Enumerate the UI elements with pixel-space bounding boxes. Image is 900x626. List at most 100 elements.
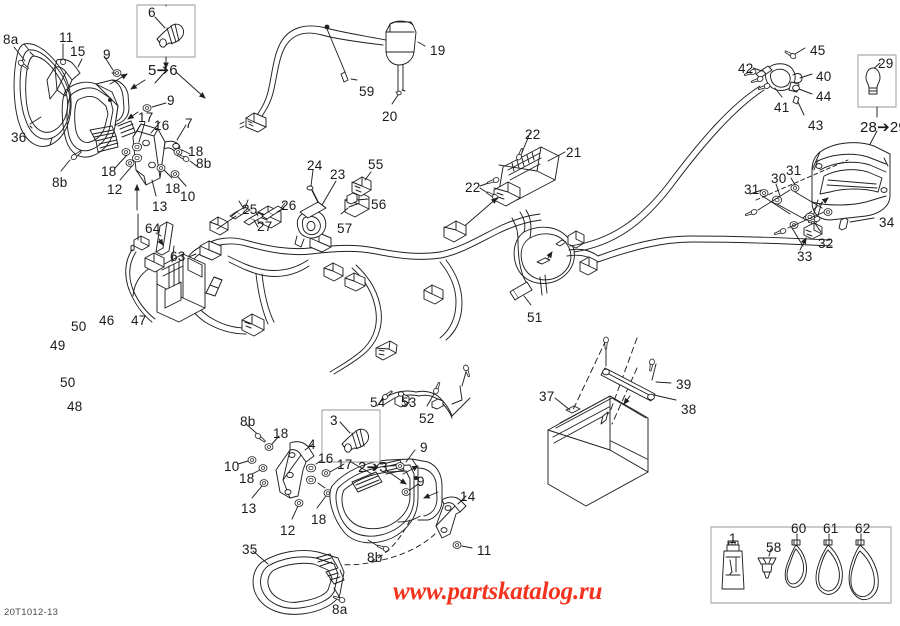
- leader-42: [752, 67, 763, 72]
- callout-50-c-50-b: 50: [60, 375, 76, 390]
- harness-connector-top: [239, 112, 267, 133]
- part-58-rivet: [757, 557, 777, 579]
- leader-36: [29, 116, 42, 125]
- leader-34: [849, 217, 875, 223]
- callout-11-c-11: 11: [59, 30, 74, 45]
- leader-4: [304, 443, 314, 451]
- callout-31-c-31-a: 31: [786, 163, 802, 178]
- callout-19-c-19: 19: [430, 43, 446, 58]
- leader-9c: [405, 449, 416, 463]
- inset-box-6: [136, 4, 196, 58]
- callout-13-c-13: 13: [152, 199, 168, 214]
- leader-18b: [114, 154, 128, 169]
- callout-18-c-18-b: 18: [101, 164, 117, 179]
- callout-15-c-15: 15: [70, 44, 86, 59]
- leader-12b: [291, 505, 299, 520]
- leader-8b-left: [60, 159, 71, 172]
- part-51-strip: [509, 281, 533, 301]
- callout-21-c-21: 21: [566, 145, 582, 160]
- leader-59: [326, 28, 346, 73]
- leader-15: [77, 58, 83, 68]
- leader-24: [310, 169, 314, 187]
- sensor-block: [130, 235, 150, 252]
- callout-18-c-18-e: 18: [239, 471, 255, 486]
- leader-18a: [181, 149, 191, 155]
- leader-43: [797, 101, 805, 116]
- callout-45-c-45: 45: [810, 43, 826, 58]
- leader-63: [171, 245, 175, 263]
- leader-8a-top: [13, 46, 26, 62]
- callout-7-c-7: 7: [185, 116, 193, 131]
- callout-18-c-18-f: 18: [311, 512, 327, 527]
- callout-46-c-46: 46: [99, 313, 115, 328]
- leader-64: [155, 232, 162, 237]
- leader-57: [340, 207, 349, 215]
- callout-22-c-22-top: 22: [525, 127, 541, 142]
- callout-38-c-38: 38: [681, 402, 697, 417]
- part-25-pin: [229, 206, 251, 220]
- leader-5to6-arrow: [175, 71, 206, 99]
- leader-fuse-arrow: [459, 197, 498, 231]
- part-60-cable-tie: [784, 539, 807, 588]
- callout-39-c-39: 39: [676, 377, 692, 392]
- callout-57-c-57: 57: [337, 221, 353, 236]
- callout-30-c-30: 30: [771, 171, 787, 186]
- callout-16-c-16-b: 16: [318, 451, 334, 466]
- callout-9-c-9-b: 9: [167, 93, 175, 108]
- leader-39: [655, 381, 672, 384]
- inset-box-29: [857, 54, 897, 108]
- leader-58: [768, 548, 772, 557]
- callout-43-c-43: 43: [808, 118, 824, 133]
- leader-7: [176, 124, 187, 141]
- callout-48-c-48: 48: [67, 399, 83, 414]
- callout-31-c-31-b: 31: [744, 182, 760, 197]
- leader-20: [391, 94, 399, 105]
- part-64-connector: [155, 221, 174, 256]
- part-1-sealant-tube: [721, 540, 745, 590]
- taillight-hardware: [744, 184, 833, 237]
- relay-22-body: [443, 220, 467, 243]
- leader-box3: [350, 461, 373, 475]
- callout-49-c-49: 49: [50, 338, 66, 353]
- callout-16-c-16: 16: [154, 118, 170, 133]
- leader-25: [231, 210, 239, 217]
- callout-50-c-50-a: 50: [71, 319, 87, 334]
- callout-32-c-32: 32: [818, 236, 834, 251]
- part-61-cable-tie: [815, 539, 843, 595]
- callout-22-c-22-left: 22: [465, 180, 481, 195]
- steering-harness-ring: [511, 209, 833, 296]
- callout-8b-c-8b-right: 8b: [196, 156, 212, 171]
- callout-23-c-2to3: 2➔3: [358, 459, 388, 476]
- leader-26: [276, 207, 285, 213]
- callout-42-c-42: 42: [738, 61, 754, 76]
- inset-box-consumables: [710, 526, 892, 604]
- part-7-headlight-left: [61, 79, 136, 158]
- callout-11-c-11-b: 11: [477, 543, 492, 558]
- leader-27: [253, 219, 259, 228]
- leader-33: [791, 227, 804, 247]
- callout-41-c-41: 41: [774, 100, 790, 115]
- leader-31a: [790, 177, 796, 186]
- part-26-pin: [261, 205, 284, 220]
- part-63-ecu: [156, 253, 206, 323]
- leader-9d: [409, 483, 419, 491]
- callout-8b-c-8b-low: 8b: [240, 414, 256, 429]
- part-37-battery: [547, 395, 649, 507]
- part-4-bracket: [275, 441, 315, 499]
- callout-53-c-53: 53: [401, 395, 417, 410]
- part-15-bracket: [46, 58, 81, 100]
- leader-55: [364, 171, 372, 181]
- callout-9-c-9-c: 9: [420, 440, 428, 455]
- callout-9-c-9-a: 9: [103, 47, 111, 62]
- leader-8b-right: [189, 160, 199, 168]
- callout-8a-c-8a-bot: 8a: [332, 602, 348, 617]
- callout-8b-c-8b-left: 8b: [52, 175, 68, 190]
- callout-47-c-47: 47: [131, 313, 147, 328]
- leader-59-b: [350, 78, 358, 81]
- leader-44: [798, 88, 813, 95]
- leader-56: [356, 198, 369, 201]
- assembly-line-battery: [611, 367, 638, 425]
- leader-37: [554, 397, 571, 411]
